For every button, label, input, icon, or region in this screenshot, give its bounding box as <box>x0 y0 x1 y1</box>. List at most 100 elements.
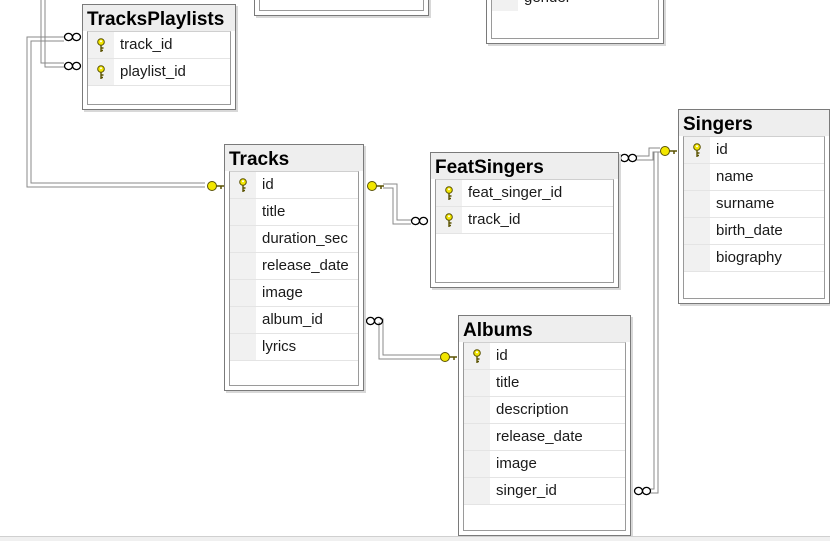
column-row[interactable]: title <box>464 370 625 397</box>
column-row[interactable]: album_id <box>230 307 358 334</box>
column-name: birth_date <box>716 222 783 239</box>
column-name: lyrics <box>262 338 297 355</box>
columns-list: feat_singer_id track_id <box>435 179 614 283</box>
horizontal-scrollbar[interactable] <box>0 536 830 541</box>
row-selector <box>230 172 256 198</box>
rel-featsingers-singers <box>636 147 660 157</box>
column-name: description <box>496 401 569 418</box>
infinity-end-fs-track <box>410 216 429 226</box>
column-name: image <box>496 455 537 472</box>
table-title: FeatSingers <box>431 153 618 179</box>
row-selector <box>436 180 462 206</box>
column-name: release_date <box>496 428 583 445</box>
column-row[interactable]: singer_id <box>464 478 625 505</box>
primary-key-icon <box>239 178 247 192</box>
column-name: track_id <box>120 36 173 53</box>
row-selector <box>464 370 490 396</box>
column-row[interactable]: duration_sec <box>230 226 358 253</box>
key-end-tracks-right <box>367 181 384 191</box>
rel-tracks-featsingers <box>383 183 411 221</box>
column-name: feat_singer_id <box>468 184 563 201</box>
row-selector <box>684 137 710 163</box>
infinity-end-tracks-album <box>365 316 384 326</box>
row-selector <box>684 218 710 244</box>
table-singers[interactable]: Singers id name surname birth_date biography <box>678 109 830 304</box>
table-title: Singers <box>679 110 829 136</box>
infinity-end-albums-singer <box>633 486 652 496</box>
key-end-albums <box>440 352 457 362</box>
column-row[interactable]: id <box>464 343 625 370</box>
row-selector <box>230 253 256 279</box>
columns-list: id name surname birth_date biography <box>683 136 825 299</box>
column-row[interactable]: id <box>684 137 824 164</box>
column-row[interactable]: id <box>230 172 358 199</box>
column-name: singer_id <box>496 482 557 499</box>
table-title: TracksPlaylists <box>83 5 235 31</box>
primary-key-icon <box>97 65 105 79</box>
row-selector <box>684 245 710 271</box>
column-row[interactable]: biography <box>684 245 824 272</box>
column-name: duration_sec <box>262 230 348 247</box>
column-row[interactable]: image <box>230 280 358 307</box>
column-row[interactable]: name <box>684 164 824 191</box>
column-name: playlist_id <box>120 63 186 80</box>
infinity-end-fs-singer <box>619 153 638 163</box>
column-row[interactable]: title <box>230 199 358 226</box>
column-name: id <box>262 176 274 193</box>
column-row[interactable]: image <box>464 451 625 478</box>
row-selector <box>436 207 462 233</box>
column-row[interactable]: birth_date <box>684 218 824 245</box>
column-name: title <box>496 374 520 391</box>
column-row[interactable]: feat_singer_id <box>436 180 613 207</box>
primary-key-icon <box>445 213 453 227</box>
infinity-end-tp-2 <box>63 61 82 71</box>
column-name: biography <box>716 249 782 266</box>
rel-tracksplaylists-playlists <box>40 0 64 64</box>
columns-list: track_id playlist_id <box>87 31 231 105</box>
table-tracksplaylists[interactable]: TracksPlaylists track_id playlist_id <box>82 4 236 110</box>
row-selector <box>88 59 114 85</box>
row-selector <box>464 397 490 423</box>
row-selector <box>230 226 256 252</box>
table-partial-right[interactable]: gender <box>486 0 664 44</box>
column-row[interactable]: track_id <box>88 32 230 59</box>
column-name: image <box>262 284 303 301</box>
column-name: title <box>262 203 286 220</box>
row-selector <box>464 478 490 504</box>
column-name: id <box>716 141 728 158</box>
column-row[interactable]: release_date <box>464 424 625 451</box>
rel-albums-singers <box>650 152 655 490</box>
row-selector <box>88 32 114 58</box>
column-row[interactable]: release_date <box>230 253 358 280</box>
row-selector <box>464 451 490 477</box>
column-name: release_date <box>262 257 349 274</box>
column-row[interactable]: description <box>464 397 625 424</box>
column-row[interactable]: playlist_id <box>88 59 230 86</box>
rel-tracks-albums <box>380 318 441 356</box>
column-name: surname <box>716 195 775 212</box>
table-partial-middle[interactable] <box>254 0 429 16</box>
column-row[interactable]: gender <box>492 0 658 12</box>
column-row[interactable]: track_id <box>436 207 613 234</box>
column-name: id <box>496 347 508 364</box>
column-name: name <box>716 168 754 185</box>
primary-key-icon <box>97 38 105 52</box>
column-name: track_id <box>468 211 521 228</box>
key-end-singers <box>660 146 677 156</box>
primary-key-icon <box>445 186 453 200</box>
primary-key-icon <box>693 143 701 157</box>
row-selector <box>230 307 256 333</box>
row-selector <box>464 343 490 369</box>
key-end-tracks-left <box>207 181 224 191</box>
row-selector <box>230 280 256 306</box>
column-row[interactable]: surname <box>684 191 824 218</box>
row-selector <box>464 424 490 450</box>
column-row[interactable]: lyrics <box>230 334 358 361</box>
table-featsingers[interactable]: FeatSingers feat_singer_id track_id <box>430 152 619 288</box>
